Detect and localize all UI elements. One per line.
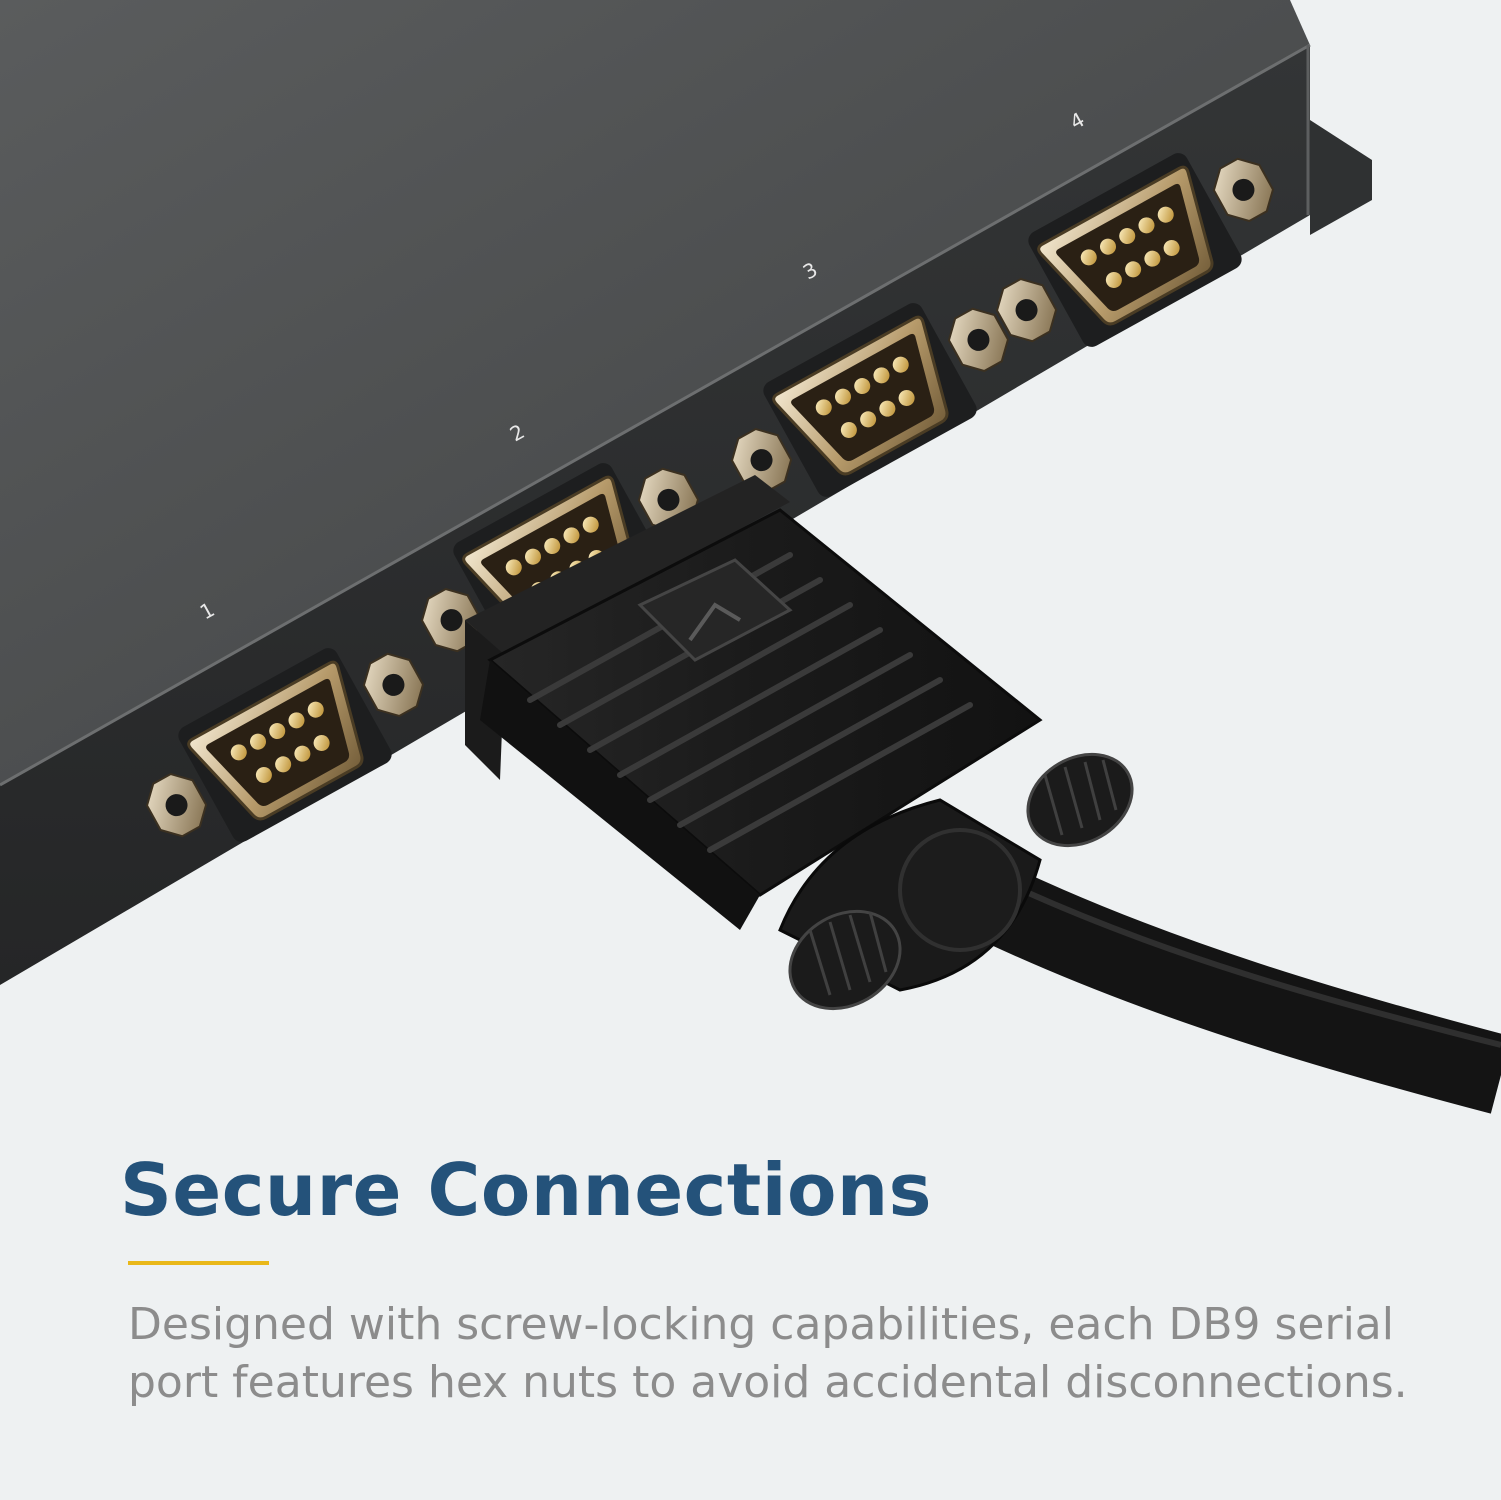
plug-arrow-panel [637, 558, 793, 662]
headline: Secure Connections [120, 1148, 933, 1232]
db9-plug [465, 475, 1043, 992]
device-housing-top [0, 0, 1310, 785]
db9-cable [983, 868, 1501, 1114]
accent-divider [128, 1261, 269, 1265]
thumbscrew-right [1026, 752, 1134, 848]
product-photo: 1 2 3 4 [0, 0, 1501, 1114]
thumbscrew-left [788, 909, 902, 1011]
device-mounting-flange [1310, 120, 1372, 235]
description-text: Designed with screw-locking capabilities… [128, 1299, 1408, 1408]
